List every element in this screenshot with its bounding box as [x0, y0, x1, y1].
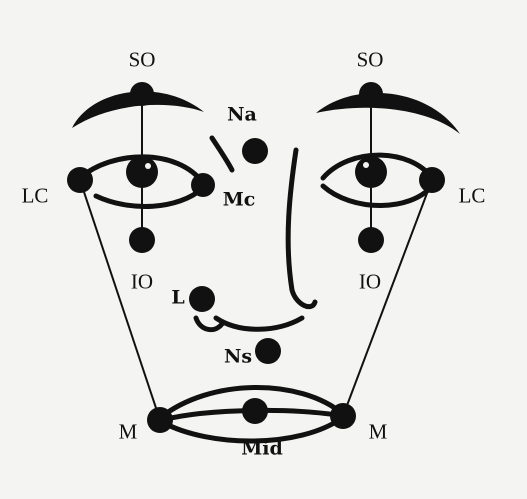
landmark-dot-na — [242, 138, 268, 164]
guide-line-lc-m-right — [80, 180, 160, 420]
landmark-dot-mid — [242, 398, 268, 424]
nose-line-left — [288, 150, 315, 307]
label-m-right: M — [119, 422, 138, 443]
landmark-dot-io-right — [129, 227, 155, 253]
label-so-right: SO — [129, 50, 156, 71]
label-so-left: SO — [357, 50, 384, 71]
landmark-dot-ns — [255, 338, 281, 364]
guide-line-lc-m-left — [343, 180, 432, 416]
label-l: L — [171, 289, 184, 308]
landmark-dot-lc-left — [419, 167, 445, 193]
label-io-right: IO — [131, 272, 153, 293]
landmark-dot-mc — [191, 173, 215, 197]
landmark-dot-so-right — [130, 82, 154, 106]
nose-bridge-right — [212, 138, 232, 170]
nose-base — [216, 318, 302, 329]
landmark-dot-so-left — [359, 82, 383, 106]
landmark-dot-lc-right — [67, 167, 93, 193]
label-lc-right: LC — [22, 186, 49, 207]
landmark-dot-m-left — [330, 403, 356, 429]
label-na: Na — [227, 106, 257, 125]
label-mid: Mid — [241, 440, 283, 459]
label-io-left: IO — [359, 272, 381, 293]
landmark-dot-m-right — [147, 407, 173, 433]
label-ns: Ns — [224, 348, 252, 367]
label-lc-left: LC — [459, 186, 486, 207]
landmark-dot-l — [189, 286, 215, 312]
pupil-highlight-right — [145, 163, 151, 169]
pupil-highlight-left — [363, 162, 369, 168]
landmark-dot-io-left — [358, 227, 384, 253]
label-m-left: M — [369, 422, 388, 443]
label-mc: Mc — [223, 191, 256, 210]
eyebrow-left — [316, 93, 460, 134]
